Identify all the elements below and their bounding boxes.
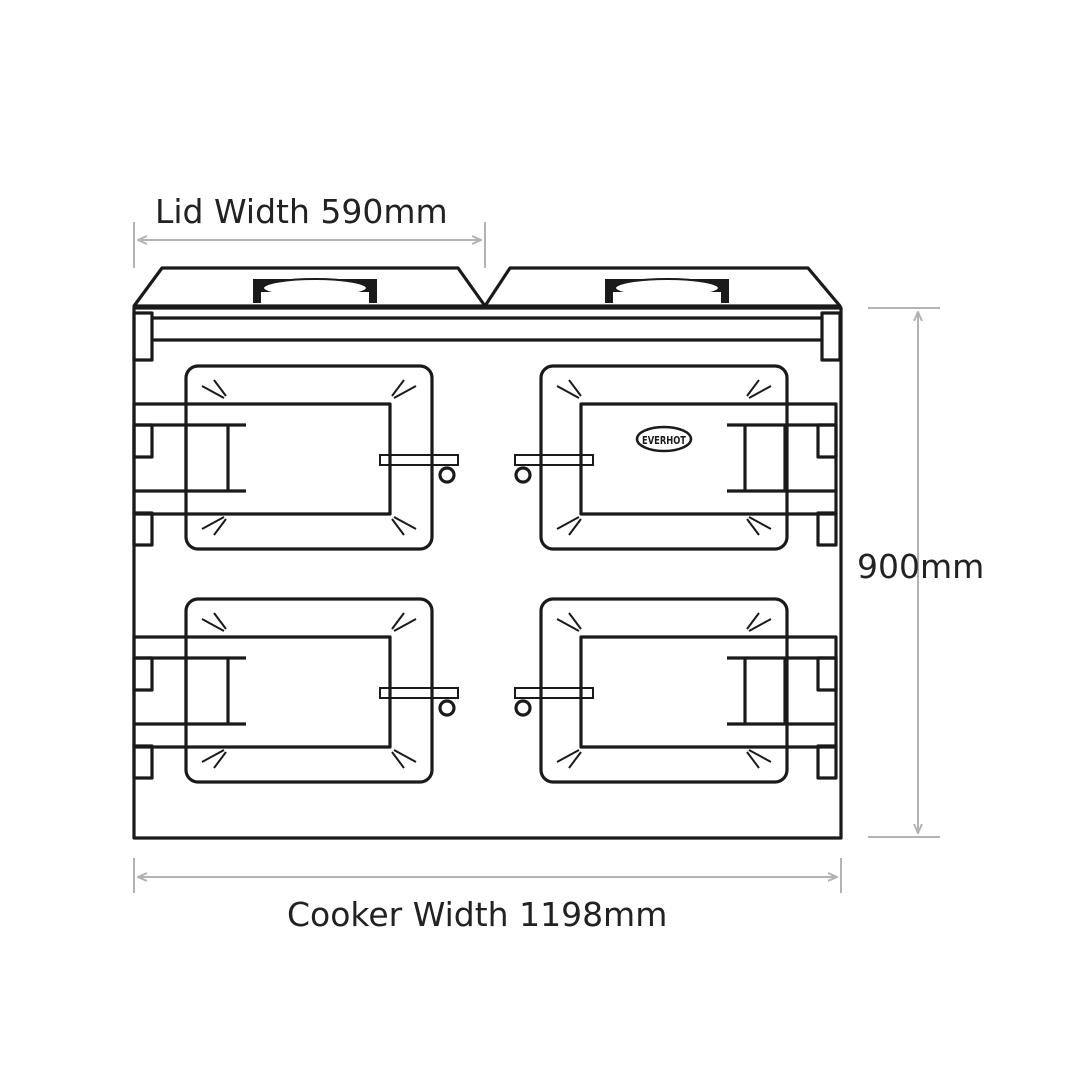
door-handle[interactable] <box>379 687 459 717</box>
door-panel <box>132 402 392 516</box>
cooker-body <box>132 306 843 840</box>
edge-bracket <box>132 511 154 547</box>
everhot-logo: EVERHOT <box>635 425 693 453</box>
height-dimension <box>868 307 940 838</box>
oven-door-top-right[interactable] <box>514 364 838 551</box>
corner-glint <box>201 379 227 399</box>
edge-bracket <box>816 511 838 547</box>
cooker-width-dimension <box>133 858 842 893</box>
oven-door-bottom-left[interactable] <box>132 597 459 784</box>
corner-glint <box>556 612 582 632</box>
corner-glint <box>201 612 227 632</box>
corner-glint <box>201 749 227 769</box>
corner-glint <box>746 516 772 536</box>
left-lid <box>132 266 487 308</box>
corner-glint <box>391 749 417 769</box>
edge-bracket <box>816 423 838 459</box>
oven-door-bottom-right[interactable] <box>514 597 838 784</box>
corner-glint <box>556 379 582 399</box>
edge-bracket <box>816 744 838 780</box>
corner-glint <box>556 749 582 769</box>
door-hinge <box>727 423 836 493</box>
door-panel <box>579 635 838 749</box>
right-lid <box>483 266 842 308</box>
lid-width-dimension <box>133 222 486 268</box>
corner-glint <box>391 612 417 632</box>
door-panel <box>132 635 392 749</box>
door-handle[interactable] <box>514 687 594 717</box>
corner-glint <box>746 749 772 769</box>
right-lid-handle <box>605 278 729 303</box>
oven-door-top-left[interactable] <box>132 364 459 551</box>
corner-glint <box>391 379 417 399</box>
height-label: 900mm <box>857 547 985 586</box>
cooker-width-label: Cooker Width 1198mm <box>287 895 668 934</box>
edge-bracket <box>132 423 154 459</box>
edge-bracket <box>816 656 838 692</box>
left-lid-handle <box>253 278 377 303</box>
corner-glint <box>391 516 417 536</box>
corner-glint <box>201 516 227 536</box>
rail-bracket-right <box>820 311 842 362</box>
corner-glint <box>746 612 772 632</box>
door-handle[interactable] <box>514 454 594 484</box>
lid-width-label: Lid Width 590mm <box>155 192 448 231</box>
corner-glint <box>556 516 582 536</box>
corner-glint <box>746 379 772 399</box>
door-handle[interactable] <box>379 454 459 484</box>
rail-bracket-left <box>132 311 154 362</box>
edge-bracket <box>132 656 154 692</box>
door-panel <box>579 402 838 516</box>
svg-text:EVERHOT: EVERHOT <box>642 434 686 447</box>
edge-bracket <box>132 744 154 780</box>
